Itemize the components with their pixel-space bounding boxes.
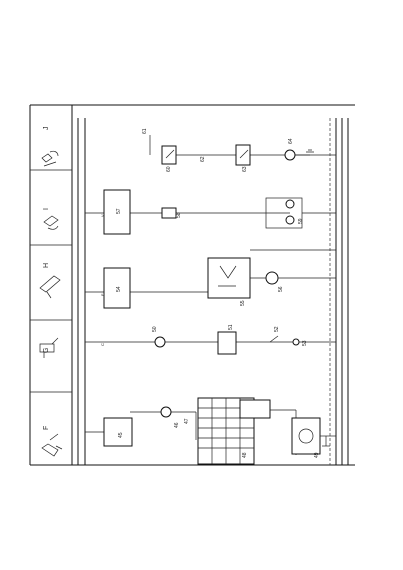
component-52-label: 52 [274, 326, 280, 332]
component-56-label: 56 [278, 286, 284, 292]
sheet-frame [29, 104, 355, 466]
component-55-relay-box [207, 249, 336, 299]
component-49-motor [291, 417, 336, 455]
wire-code-c-label: C [100, 343, 105, 346]
component-61-label: 61 [142, 128, 148, 134]
component-46-lamp-icon [160, 406, 172, 418]
component-55-label: 55 [240, 300, 246, 306]
component-59-label: 59 [298, 218, 304, 224]
component-58-label: 58 [176, 212, 182, 218]
component-62-label: 62 [200, 156, 206, 162]
component-57-label: 57 [116, 208, 122, 214]
component-64-label: 64 [288, 138, 294, 144]
component-50-label: 50 [152, 326, 158, 332]
section-letter-g: G [43, 348, 50, 353]
pictogram-h-icon [39, 275, 61, 299]
component-60-label: 60 [166, 166, 172, 172]
component-53-lamp-icon [292, 338, 300, 346]
wire-code-f-label: F [100, 293, 105, 296]
pictogram-j-icon [41, 150, 59, 167]
section-letter-h: H [43, 263, 50, 268]
component-64-lamp [284, 149, 314, 161]
component-59-lamps [265, 197, 336, 229]
section-letter-f: F [43, 426, 50, 430]
component-47-label: 47 [184, 418, 190, 424]
pictogram-i-icon [43, 215, 59, 230]
component-63-switch [235, 144, 251, 166]
component-54-fuse-box [103, 267, 131, 309]
pictogram-g-icon [39, 337, 59, 358]
component-50-lamp-icon [154, 336, 166, 348]
component-58-switch [161, 207, 177, 219]
component-60-switch [161, 145, 177, 165]
section-letter-j: J [43, 127, 50, 131]
component-56-motor [265, 271, 336, 285]
component-49-label: 49 [314, 452, 320, 458]
component-53-label: 53 [302, 340, 308, 346]
component-54-label: 54 [116, 286, 122, 292]
wire-code-v-label: V [100, 214, 105, 217]
component-57-fuse-box [103, 189, 131, 235]
section-dividers [30, 169, 72, 393]
bus-lines [77, 118, 349, 465]
component-48-label: 48 [242, 452, 248, 458]
component-51-module [217, 331, 237, 355]
component-46-label: 46 [174, 422, 180, 428]
pictogram-f-icon [41, 433, 63, 457]
component-63-label: 63 [242, 166, 248, 172]
component-45-label: 45 [118, 432, 124, 438]
component-45-fuse-box [103, 417, 133, 447]
component-51-label: 51 [228, 324, 234, 330]
section-letter-i: I [43, 208, 50, 210]
component-52-switch-icon [269, 335, 279, 343]
